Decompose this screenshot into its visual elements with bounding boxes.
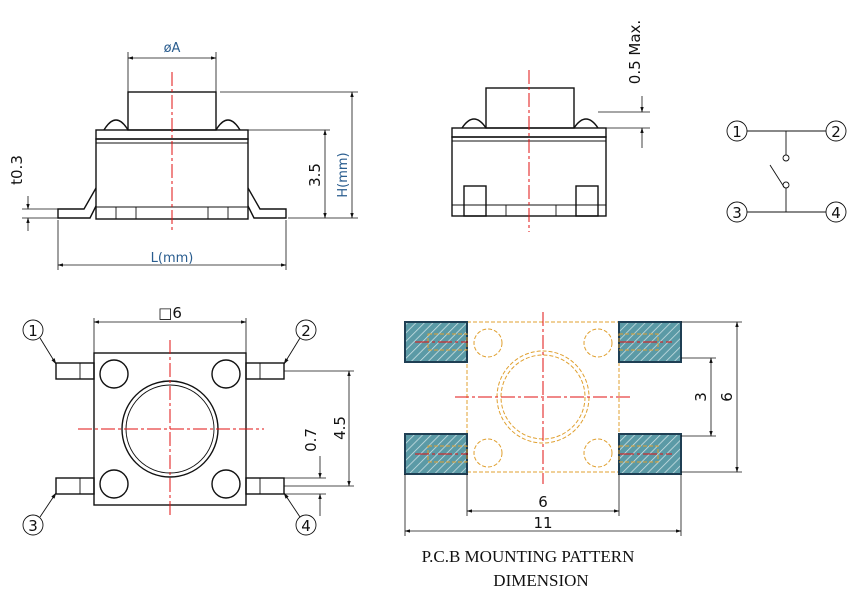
pcb-dim-11: 11 bbox=[533, 514, 552, 532]
length-label: L(mm) bbox=[151, 251, 194, 266]
switch-schematic: 1 2 3 4 bbox=[726, 120, 847, 223]
pcb-pattern: 3 6 6 11 P.C.B MOUNTING PATTERN DIMENSIO… bbox=[404, 312, 742, 590]
pcb-caption-line-1: P.C.B MOUNTING PATTERN bbox=[422, 547, 635, 566]
pcb-caption-line-2: DIMENSION bbox=[493, 571, 588, 590]
pitch-label: 4.5 bbox=[331, 416, 349, 440]
top-pin-1: 1 bbox=[28, 322, 38, 340]
schematic-pin-3: 3 bbox=[732, 204, 742, 222]
schematic-pin-4: 4 bbox=[831, 204, 841, 222]
max-label: 0.5 Max. bbox=[626, 20, 644, 84]
diameter-label: øA bbox=[164, 41, 181, 56]
side-view: øA 3.5 H(mm) t0.3 L(mm) bbox=[8, 41, 358, 270]
lead-width-label: 0.7 bbox=[302, 428, 320, 452]
schematic-pin-1: 1 bbox=[732, 123, 742, 141]
pcb-dim-6-vertical: 6 bbox=[718, 392, 736, 402]
top-pin-3: 3 bbox=[28, 517, 38, 535]
width-label: □6 bbox=[158, 304, 182, 322]
height-h-label: H(mm) bbox=[336, 152, 351, 197]
pcb-dim-6-horizontal: 6 bbox=[538, 493, 548, 511]
top-pin-2: 2 bbox=[301, 322, 311, 340]
schematic-pin-2: 2 bbox=[831, 123, 841, 141]
pcb-dim-3: 3 bbox=[692, 392, 710, 402]
front-view: 0.5 Max. bbox=[451, 20, 650, 232]
thickness-label: t0.3 bbox=[8, 155, 26, 185]
top-pin-4: 4 bbox=[301, 517, 311, 535]
height-3-5-label: 3.5 bbox=[306, 163, 324, 187]
top-view: □6 4.5 0.7 1 2 3 4 bbox=[22, 304, 354, 536]
